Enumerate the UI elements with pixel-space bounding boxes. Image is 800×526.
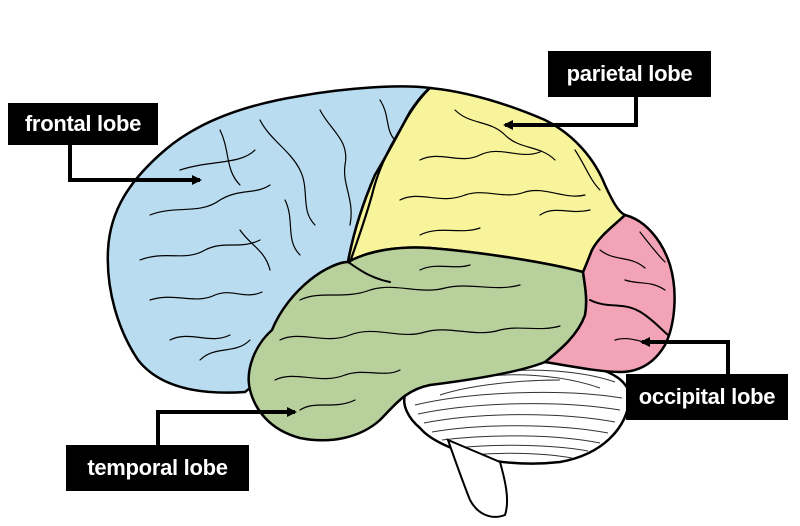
brainstem bbox=[446, 438, 509, 518]
occipital-lobe-label: occipital lobe bbox=[626, 374, 788, 420]
temporal-lobe bbox=[247, 246, 588, 442]
leader-lines bbox=[68, 97, 730, 445]
frontal-leader-line bbox=[68, 145, 202, 185]
occipital-leader-line bbox=[640, 337, 730, 374]
gyri-detail bbox=[139, 86, 669, 411]
lobe-boundary-dotted bbox=[429, 247, 584, 273]
temporal-lobe-label: temporal lobe bbox=[66, 445, 249, 491]
parietal-leader-line bbox=[503, 97, 638, 130]
occipital-lobe bbox=[542, 213, 676, 374]
parietal-lobe-label: parietal lobe bbox=[548, 51, 711, 97]
frontal-lobe-label: frontal lobe bbox=[8, 103, 158, 145]
cerebellum bbox=[403, 360, 632, 465]
temporal-leader-line bbox=[156, 407, 297, 445]
